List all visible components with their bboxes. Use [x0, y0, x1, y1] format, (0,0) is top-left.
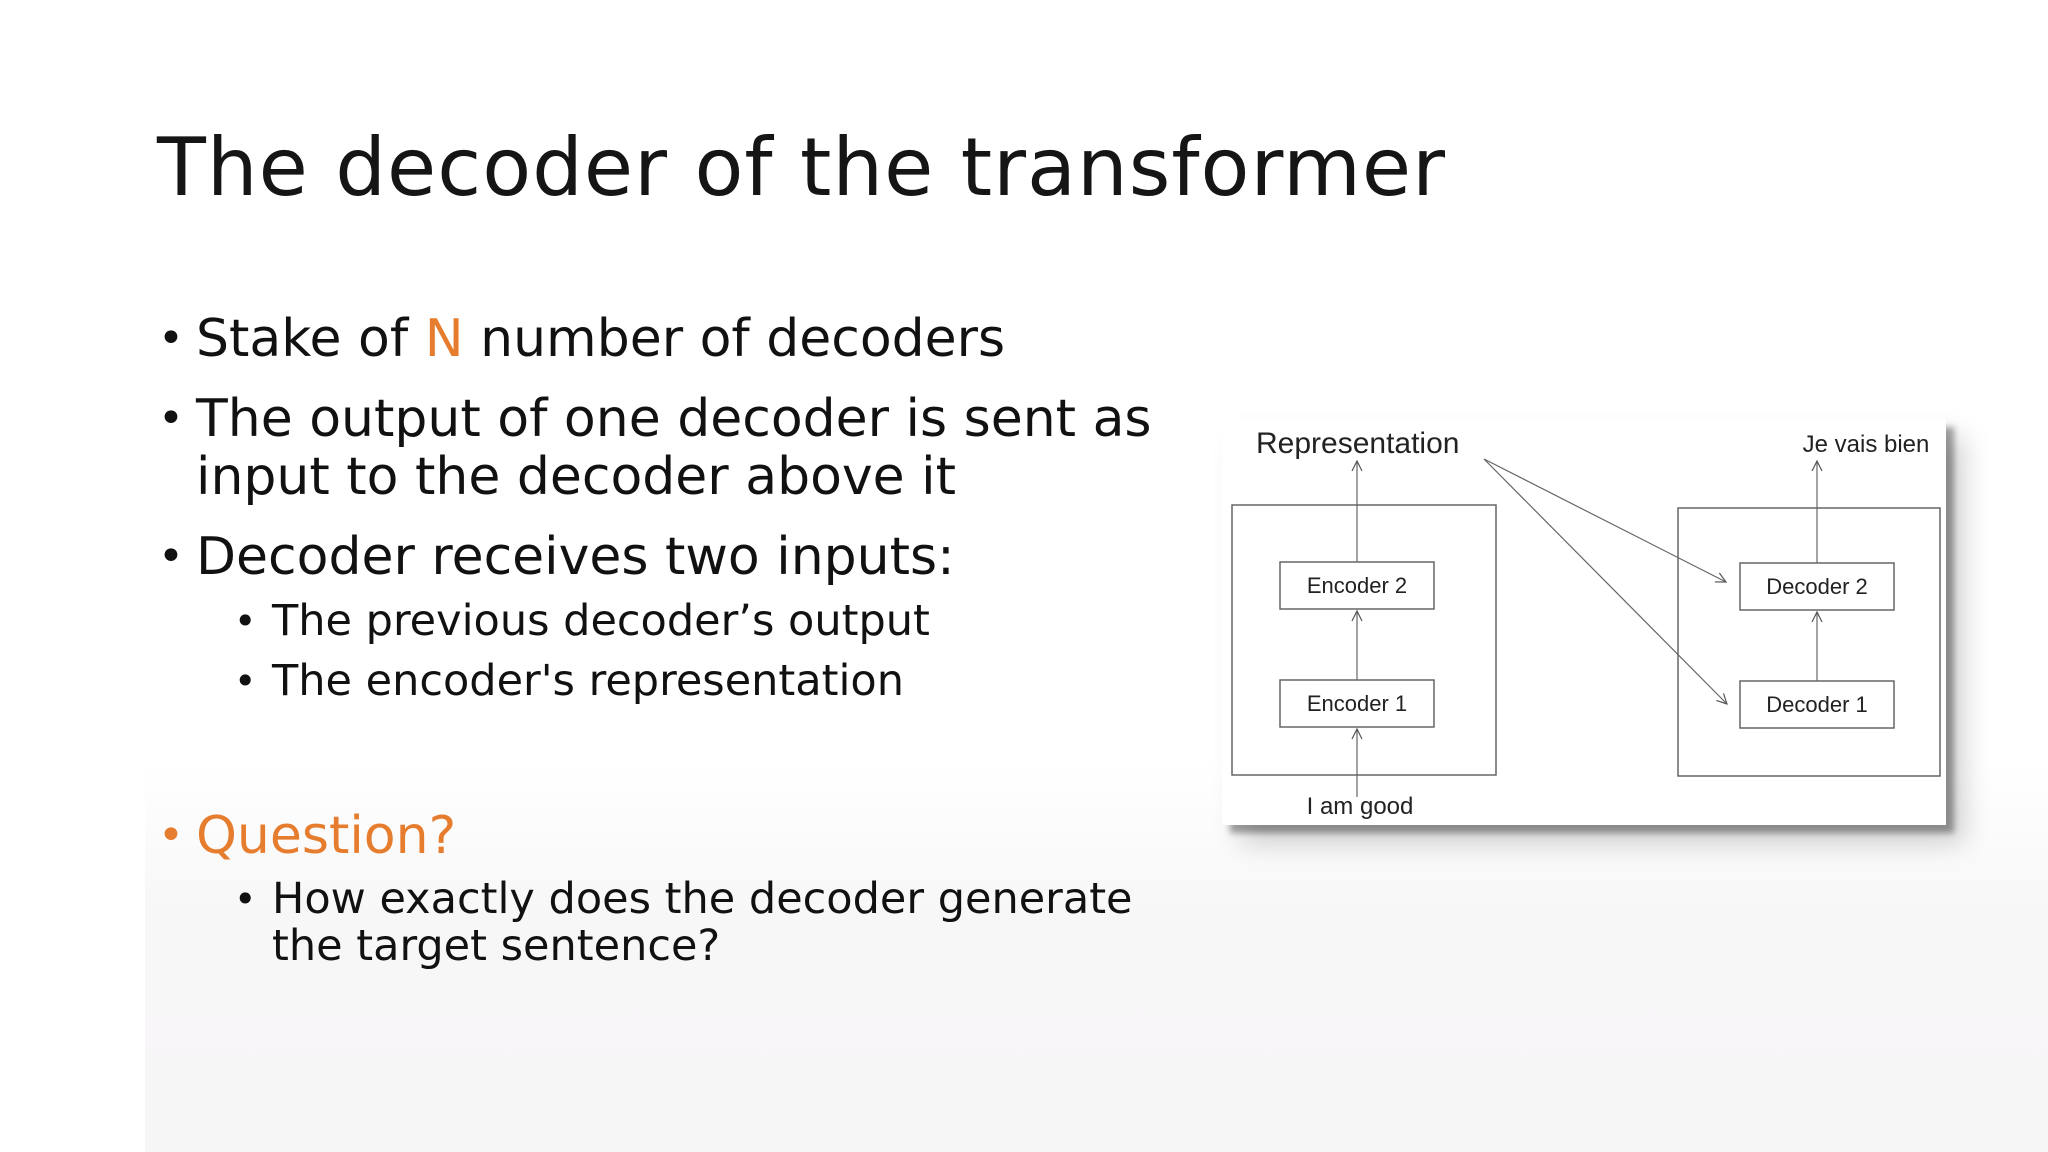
bullet-dot: • — [158, 313, 184, 364]
bullet-text: Stake of — [196, 309, 425, 369]
input-label: I am good — [1307, 793, 1414, 820]
output-label: Je vais bien — [1803, 431, 1930, 458]
bullet-output-sent-as-input: • The output of one decoder is sent as i… — [158, 390, 1152, 506]
encoder-2-label: Encoder 2 — [1307, 573, 1407, 598]
sub-bullet-how-decoder-generates: • How exactly does the decoder generate … — [158, 876, 1133, 970]
sub-bullet-text-line1: How exactly does the decoder generate — [272, 874, 1133, 924]
encoder-stack-box — [1231, 504, 1497, 776]
decoder-1-label: Decoder 1 — [1766, 692, 1868, 717]
encoder-1-label: Encoder 1 — [1307, 691, 1407, 716]
bullet-dot: • — [158, 393, 184, 444]
bullet-text: Question? — [196, 806, 457, 866]
slide-background-gradient — [145, 760, 2048, 1152]
bullet-text: Decoder receives two inputs: — [196, 527, 955, 587]
bullet-stack-of-decoders: • Stake of N number of decoders — [158, 310, 1005, 368]
sub-bullet-encoder-representation: • The encoder's representation — [158, 656, 904, 706]
encoder-decoder-diagram: Representation Je vais bien I am good En… — [1222, 419, 1946, 825]
arrow-representation-to-decoder2 — [1483, 458, 1726, 582]
sub-bullet-text-line2: the target sentence? — [272, 921, 721, 971]
bullet-highlight-n: N — [424, 309, 464, 369]
representation-label: Representation — [1256, 427, 1459, 460]
sub-bullet-previous-output: • The previous decoder’s output — [158, 596, 930, 646]
encoder-1-box — [1279, 679, 1435, 728]
sub-bullet-text: The encoder's representation — [272, 656, 904, 706]
decoder-2-label: Decoder 2 — [1766, 574, 1868, 599]
bullet-question: • Question? — [158, 807, 456, 865]
decoder-stack-box — [1677, 507, 1941, 777]
bullet-dot: • — [158, 531, 184, 582]
diagram-svg: Representation Je vais bien I am good En… — [1231, 427, 1941, 820]
bullet-dot: • — [158, 810, 184, 861]
bullet-dot: • — [234, 877, 257, 921]
arrow-representation-to-decoder1 — [1483, 458, 1727, 704]
bullet-dot: • — [234, 599, 257, 643]
sub-bullet-text: The previous decoder’s output — [272, 596, 930, 646]
bullet-dot: • — [234, 659, 257, 703]
encoder-2-box — [1279, 561, 1435, 610]
bullet-text-line2: input to the decoder above it — [196, 447, 957, 507]
bullet-text: number of decoders — [463, 309, 1006, 369]
decoder-1-box — [1739, 680, 1895, 729]
slide-title: The decoder of the transformer — [157, 121, 1447, 214]
decoder-2-box — [1739, 562, 1895, 611]
bullet-decoder-receives-two-inputs: • Decoder receives two inputs: — [158, 528, 955, 586]
bullet-text-line1: The output of one decoder is sent as — [196, 389, 1152, 449]
